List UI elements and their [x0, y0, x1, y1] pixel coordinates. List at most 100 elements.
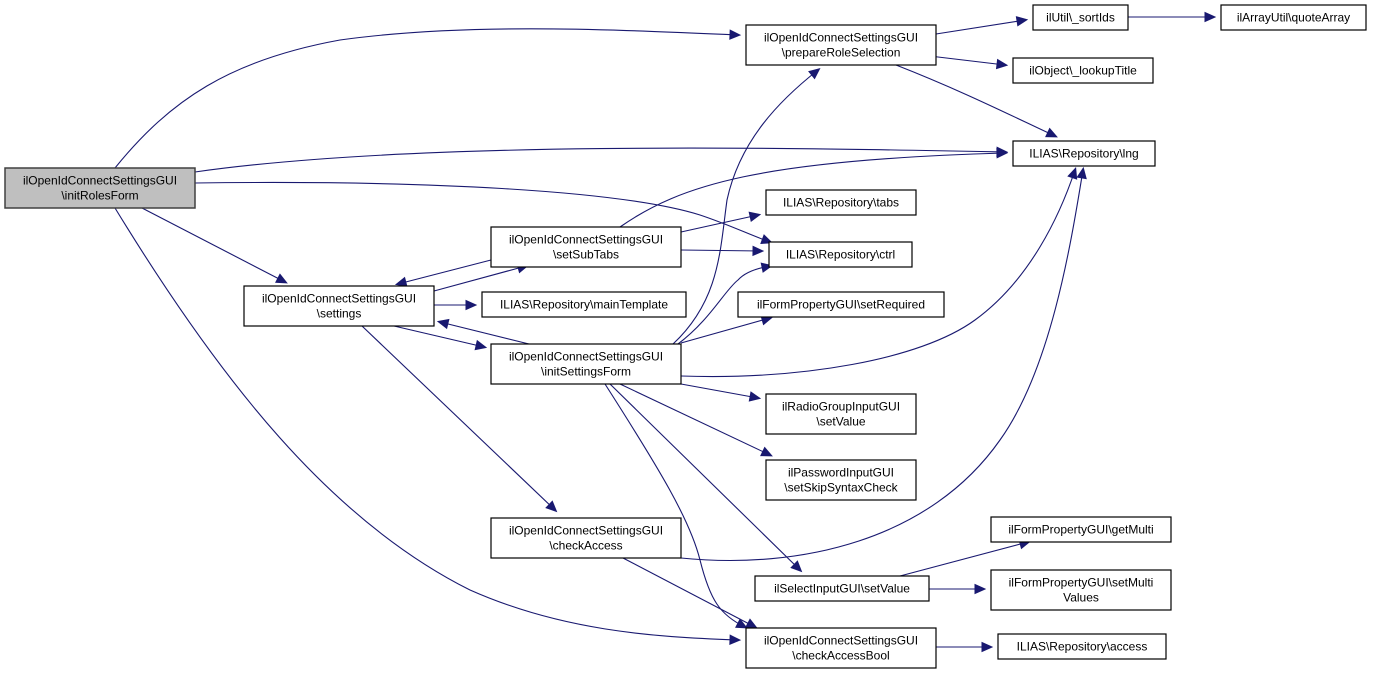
node-checkAccessBool[interactable]: ilOpenIdConnectSettingsGUI\checkAccessBo… [745, 627, 937, 669]
edge-settings-to-initSettingsForm [393, 325, 488, 351]
edge-line [361, 325, 556, 511]
node-label: ilObject\_lookupTitle [1029, 64, 1137, 78]
edge-initRolesForm-to-ctrl [194, 181, 774, 245]
node-setSkipSyntaxCheck[interactable]: ilPasswordInputGUI\setSkipSyntaxCheck [765, 459, 917, 501]
edge-line [680, 169, 1076, 377]
edge-settings-to-setSubTabs [433, 263, 530, 292]
node-label: ilUtil\_sortIds [1046, 11, 1115, 25]
arrowhead-icon [760, 446, 773, 457]
node-box [481, 291, 687, 318]
arrowhead-icon [436, 318, 450, 330]
edge-line [194, 181, 771, 243]
node-box [765, 393, 917, 435]
node-box [997, 633, 1167, 660]
edge-initSettingsForm-to-checkAccessBool [604, 383, 748, 629]
edge-initRolesForm-to-prepareRoleSelection [114, 28, 742, 169]
node-box [768, 241, 913, 268]
arrowhead-icon [760, 234, 774, 245]
node-access[interactable]: ILIAS\Repository\access [997, 633, 1167, 660]
node-label: \setSkipSyntaxCheck [784, 481, 898, 495]
node-box [745, 24, 937, 66]
arrowhead-icon [735, 618, 748, 629]
edge-line [899, 541, 1029, 577]
node-lookupTitle[interactable]: ilObject\_lookupTitle [1012, 57, 1154, 84]
edge-line [114, 207, 739, 641]
node-label: ILIAS\Repository\access [1017, 640, 1148, 654]
arrowhead-icon [752, 245, 765, 257]
node-label: ilFormPropertyGUI\setMulti [1009, 576, 1154, 590]
edge-line [677, 265, 771, 345]
node-setRequired[interactable]: ilFormPropertyGUI\setRequired [737, 291, 945, 318]
edge-line [619, 383, 771, 456]
node-ctrl[interactable]: ILIAS\Repository\ctrl [768, 241, 913, 268]
edge-initRolesForm-to-checkAccessBool [114, 207, 742, 645]
arrowhead-icon [748, 391, 762, 402]
edge-line [141, 207, 286, 283]
node-quoteArray[interactable]: ilArrayUtil\quoteArray [1220, 4, 1367, 31]
edge-line [680, 214, 759, 233]
edge-line [114, 28, 739, 169]
node-label: ilOpenIdConnectSettingsGUI [764, 31, 918, 45]
edge-line [397, 259, 492, 285]
node-prepareRoleSelection[interactable]: ilOpenIdConnectSettingsGUI\prepareRoleSe… [745, 24, 937, 66]
edge-line [604, 383, 746, 628]
node-mainTemplate[interactable]: ILIAS\Repository\mainTemplate [481, 291, 687, 318]
arrowhead-icon [1067, 166, 1078, 180]
node-initSettingsForm[interactable]: ilOpenIdConnectSettingsGUI\initSettingsF… [490, 343, 682, 385]
arrowhead-icon [1204, 11, 1217, 23]
node-radioSetValue[interactable]: ilRadioGroupInputGUI\setValue [765, 393, 917, 435]
edge-prepareRoleSelection-to-lng [895, 64, 1058, 138]
node-box [243, 285, 435, 327]
node-box [1032, 4, 1129, 31]
node-box [737, 291, 945, 318]
node-lng[interactable]: ILIAS\Repository\lng [1012, 140, 1156, 167]
node-box [490, 517, 682, 559]
node-sortIds[interactable]: ilUtil\_sortIds [1032, 4, 1129, 31]
node-getMulti[interactable]: ilFormPropertyGUI\getMulti [990, 516, 1172, 543]
node-box [490, 226, 682, 268]
arrowhead-icon [394, 276, 408, 287]
node-box [990, 569, 1172, 611]
edge-initSettingsForm-to-settings [436, 318, 530, 345]
node-label: ilPasswordInputGUI [788, 466, 894, 480]
node-label: ilOpenIdConnectSettingsGUI [23, 174, 177, 188]
node-setSubTabs[interactable]: ilOpenIdConnectSettingsGUI\setSubTabs [490, 226, 682, 268]
edge-checkAccessBool-to-access [936, 641, 994, 653]
arrowhead-icon [545, 500, 558, 513]
edge-line [680, 249, 762, 252]
edges-layer [114, 11, 1217, 653]
node-tabs[interactable]: ILIAS\Repository\tabs [765, 189, 917, 216]
edge-line [680, 317, 771, 344]
edge-line [609, 383, 801, 571]
arrowhead-icon [465, 299, 478, 311]
node-label: Values [1063, 591, 1099, 605]
node-label: ilArrayUtil\quoteArray [1237, 11, 1350, 25]
node-box [1220, 4, 1367, 31]
node-label: ILIAS\Repository\ctrl [786, 248, 895, 262]
node-label: \prepareRoleSelection [782, 46, 901, 60]
arrowhead-icon [275, 273, 288, 284]
node-checkAccess[interactable]: ilOpenIdConnectSettingsGUI\checkAccess [490, 517, 682, 559]
arrowhead-icon [474, 339, 488, 351]
edge-initRolesForm-to-lng [194, 146, 1009, 173]
arrowhead-icon [1045, 127, 1058, 138]
edge-selectSetValue-to-setMultiValues [929, 583, 987, 595]
node-initRolesForm[interactable]: ilOpenIdConnectSettingsGUI\initRolesForm [4, 167, 196, 209]
arrowhead-icon [745, 618, 758, 629]
node-box [1012, 140, 1156, 167]
node-settings[interactable]: ilOpenIdConnectSettingsGUI\settings [243, 285, 435, 327]
arrowhead-icon [1015, 16, 1029, 27]
node-label: ilOpenIdConnectSettingsGUI [764, 634, 918, 648]
edge-sortIds-to-quoteArray [1128, 11, 1217, 23]
edge-line [935, 19, 1026, 35]
node-label: ILIAS\Repository\lng [1029, 147, 1138, 161]
node-label: ilOpenIdConnectSettingsGUI [262, 292, 416, 306]
node-label: ILIAS\Repository\mainTemplate [500, 298, 668, 312]
node-label: ilSelectInputGUI\setValue [774, 582, 910, 596]
edge-settings-to-checkAccess [361, 325, 558, 513]
node-selectSetValue[interactable]: ilSelectInputGUI\setValue [754, 575, 930, 602]
node-label: ilFormPropertyGUI\setRequired [757, 298, 925, 312]
arrowhead-icon [808, 67, 821, 80]
